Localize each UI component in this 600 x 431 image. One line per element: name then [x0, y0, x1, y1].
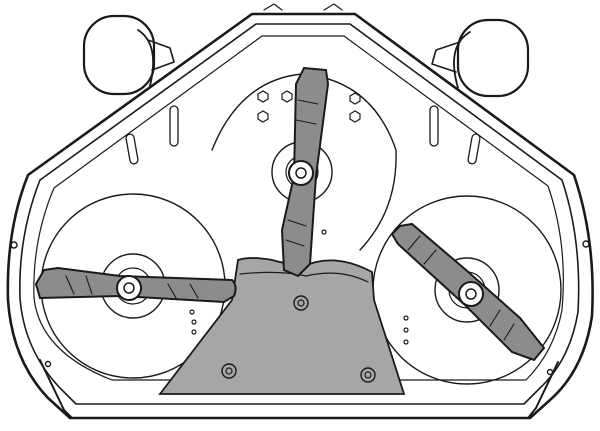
- deck-ribs: [125, 105, 481, 165]
- plate-bolt: [360, 367, 376, 383]
- mounting-holes: [189, 90, 409, 345]
- plate-bolt: [221, 363, 237, 379]
- spindle-hub-icon: [116, 275, 142, 301]
- spindle-hub-icon: [458, 281, 484, 307]
- spindle-hub-icon: [288, 160, 314, 186]
- plate-bolt: [293, 295, 309, 311]
- right-gauge-wheel: [431, 18, 530, 98]
- left-gauge-wheel: [82, 14, 175, 96]
